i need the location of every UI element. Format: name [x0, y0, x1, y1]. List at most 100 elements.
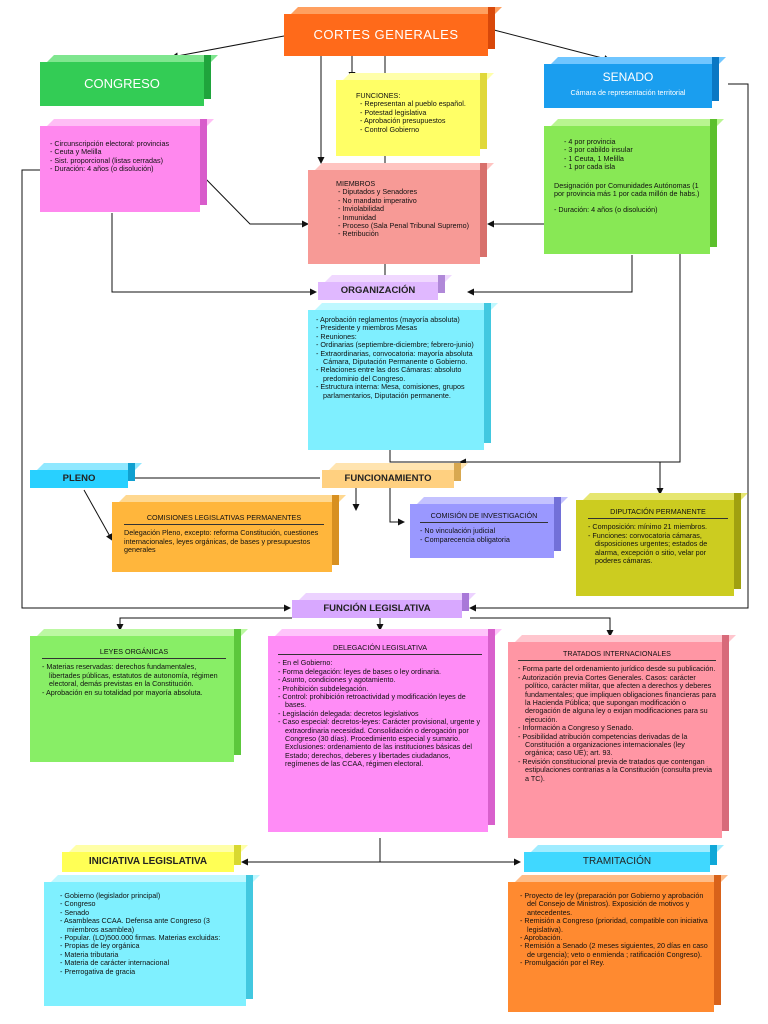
list-item: - Duración: 4 años (o disolución)	[50, 164, 154, 174]
senado-duracion: - Duración: 4 años (o disolución)	[554, 205, 658, 215]
list-item: - Propias de ley orgánica	[60, 941, 140, 951]
funcion-legislativa-title: FUNCIÓN LEGISLATIVA	[323, 603, 431, 614]
list-item: - Aprobación presupuestos	[360, 116, 446, 126]
organizacion-title: ORGANIZACIÓN	[340, 285, 416, 296]
organizacion-label: ORGANIZACIÓN	[318, 275, 445, 300]
list-item: - Potestad legislativa	[360, 107, 427, 117]
cortes-generales-title: CORTES GENERALES	[313, 27, 459, 42]
investigacion-box: COMISIÓN DE INVESTIGACIÓN - No vinculaci…	[410, 497, 561, 558]
list-item: - Representan al pueblo español.	[360, 99, 466, 109]
list-item: - Inviolabilidad	[338, 204, 384, 214]
delegacion-title: DELEGACIÓN LEGISLATIVA	[333, 643, 427, 652]
delegacion-gobierno-list: - Forma delegación: leyes de bases o ley…	[278, 667, 482, 693]
organizacion-list-2: - Relaciones entre las dos Cámaras: abso…	[316, 366, 480, 400]
senado-designacion: Designación por Comunidades Autónomas (1…	[554, 180, 700, 199]
iniciativa-label: INICIATIVA LEGISLATIVA	[62, 845, 241, 872]
list-item: - Caso especial: decretos-leyes: Carácte…	[278, 717, 481, 769]
investigacion-list: - No vinculación judicial - Comparecenci…	[420, 526, 548, 544]
pleno-title: PLENO	[62, 473, 96, 484]
diputacion-title: DIPUTACIÓN PERMANENTE	[610, 507, 706, 516]
pleno-label: PLENO	[30, 463, 135, 488]
senado-box: SENADO Cámara de representación territor…	[544, 57, 719, 108]
senado-list: - 4 por provincia - 3 por cabildo insula…	[564, 137, 700, 172]
tramitacion-title: TRAMITACIÓN	[582, 856, 652, 867]
divider	[588, 518, 728, 520]
organizacion-list: - Aprobación reglamentos (mayoría absolu…	[316, 315, 480, 341]
funcionamiento-title: FUNCIONAMIENTO	[344, 473, 432, 484]
list-item: - 3 por cabildo insular	[564, 145, 633, 155]
list-item: - Materia de carácter internacional	[60, 958, 170, 968]
miembros-box: MIEMBROS - Diputados y Senadores - No ma…	[308, 163, 487, 264]
list-item: - Inmunidad	[338, 212, 376, 222]
list-item: - Sist. proporcional (listas cerradas)	[50, 155, 164, 165]
iniciativa-list: - Gobierno (legislador principal) - Cong…	[60, 891, 240, 942]
senado-subtitle: Cámara de representación territorial	[570, 88, 686, 97]
list-item: - Extraordinarias, convocatoria: mayoría…	[316, 348, 473, 367]
iniciativa-title: INICIATIVA LEGISLATIVA	[88, 856, 208, 867]
list-item: - Estructura interna: Mesa, comisiones, …	[316, 382, 465, 400]
list-item: - Forma parte del ordenamiento jurídico …	[518, 664, 716, 674]
comisiones-box: COMISIONES LEGISLATIVAS PERMANENTES Dele…	[112, 495, 339, 572]
diputacion-box: DIPUTACIÓN PERMANENTE - Composición: mín…	[576, 493, 741, 596]
iniciativa-detail-box: - Gobierno (legislador principal) - Cong…	[44, 875, 253, 1006]
organizacion-detail-box: - Aprobación reglamentos (mayoría absolu…	[308, 303, 491, 450]
list-item: - Control Gobierno	[360, 124, 420, 134]
funcion-legislativa-label: FUNCIÓN LEGISLATIVA	[292, 593, 469, 618]
senado-title: SENADO	[602, 70, 654, 84]
diputacion-list: - Composición: mínimo 21 miembros. - Fun…	[588, 522, 728, 566]
list-item: - Asunto, condiciones y agotamiento.	[278, 675, 396, 685]
delegacion-list: - En el Gobierno:	[278, 658, 482, 668]
leyes-organicas-list: - Materias reservadas: derechos fundamen…	[42, 663, 226, 697]
list-item: - Aprobación.	[520, 933, 563, 943]
congreso-title: CONGRESO	[84, 76, 160, 91]
divider	[42, 658, 226, 660]
list-item: - 1 por cada isla	[564, 162, 616, 172]
list-item: - Remisión a Congreso (prioridad, compat…	[520, 916, 708, 934]
divider	[518, 660, 716, 662]
miembros-list: - Diputados y Senadores - No mandato imp…	[338, 187, 474, 238]
list-item: - Posibilidad atribución competencias de…	[518, 731, 688, 758]
list-item: - No mandato imperativo	[338, 195, 417, 205]
list-item: - Comparecencia obligatoria	[420, 534, 510, 544]
congreso-detail-box: - Circunscripción electoral: provincias …	[40, 119, 207, 212]
funciones-box: FUNCIONES: - Representan al pueblo españ…	[336, 73, 487, 156]
congreso-list: - Circunscripción electoral: provincias …	[50, 139, 190, 174]
list-item: - Ordinarias (septiembre-diciembre; febr…	[316, 340, 474, 350]
comisiones-text: Delegación Pleno, excepto: reforma Const…	[124, 528, 319, 555]
funciones-list: - Representan al pueblo español. - Potes…	[360, 99, 474, 134]
list-item: - Aprobación en su totalidad por mayoría…	[42, 687, 203, 697]
list-item: - Remisión a Senado (2 meses siguientes,…	[520, 941, 708, 959]
divider	[278, 654, 482, 656]
comisiones-title: COMISIONES LEGISLATIVAS PERMANENTES	[146, 513, 302, 522]
congreso-box: CONGRESO	[40, 55, 211, 106]
divider	[420, 522, 548, 524]
materias-excluidas-list: - Propias de ley orgánica - Materia trib…	[60, 942, 240, 976]
list-item: - Materias reservadas: derechos fundamen…	[42, 662, 218, 689]
tratados-title: TRATADOS INTERNACIONALES	[563, 649, 671, 658]
leyes-organicas-box: LEYES ORGÁNICAS - Materias reservadas: d…	[30, 629, 241, 762]
investigacion-title: COMISIÓN DE INVESTIGACIÓN	[430, 511, 538, 520]
list-item: - Revisión constitucional previa de trat…	[518, 756, 712, 783]
list-item: - Legislación delegada: decretos legisla…	[278, 708, 419, 718]
list-item: - Senado	[60, 907, 90, 917]
list-item: - Autorización previa Cortes Generales. …	[518, 672, 716, 724]
list-item: - Materia tributaria	[60, 949, 119, 959]
delegacion-box: DELEGACIÓN LEGISLATIVA - En el Gobierno:…	[268, 629, 495, 832]
funcionamiento-label: FUNCIONAMIENTO	[322, 463, 461, 488]
list-item: - Prerrogativa de gracia	[60, 966, 136, 976]
list-item: - Proceso (Sala Penal Tribunal Supremo)	[338, 221, 470, 231]
list-item: - Gobierno (legislador principal)	[60, 891, 161, 900]
tramitacion-detail-box: - Proyecto de ley (preparación por Gobie…	[508, 875, 721, 1012]
delegacion-list-2: - Control: prohibición retroactividad y …	[278, 692, 482, 769]
tramitacion-list: - Proyecto de ley (preparación por Gobie…	[520, 891, 708, 968]
list-item: - Funciones: convocatoria cámaras, dispo…	[588, 530, 708, 566]
miembros-title: MIEMBROS	[336, 179, 376, 188]
list-item: - Ceuta y Melilla	[50, 147, 102, 157]
cortes-generales-box: CORTES GENERALES	[284, 7, 495, 56]
tratados-box: TRATADOS INTERNACIONALES - Forma parte d…	[508, 635, 729, 838]
list-item: - Proyecto de ley (preparación por Gobie…	[520, 891, 704, 917]
list-item: - En el Gobierno:	[278, 658, 333, 668]
reuniones-list: - Ordinarias (septiembre-diciembre; febr…	[316, 340, 480, 367]
list-item: - Información a Congreso y Senado.	[518, 723, 634, 733]
list-item: - Reuniones:	[316, 331, 357, 341]
